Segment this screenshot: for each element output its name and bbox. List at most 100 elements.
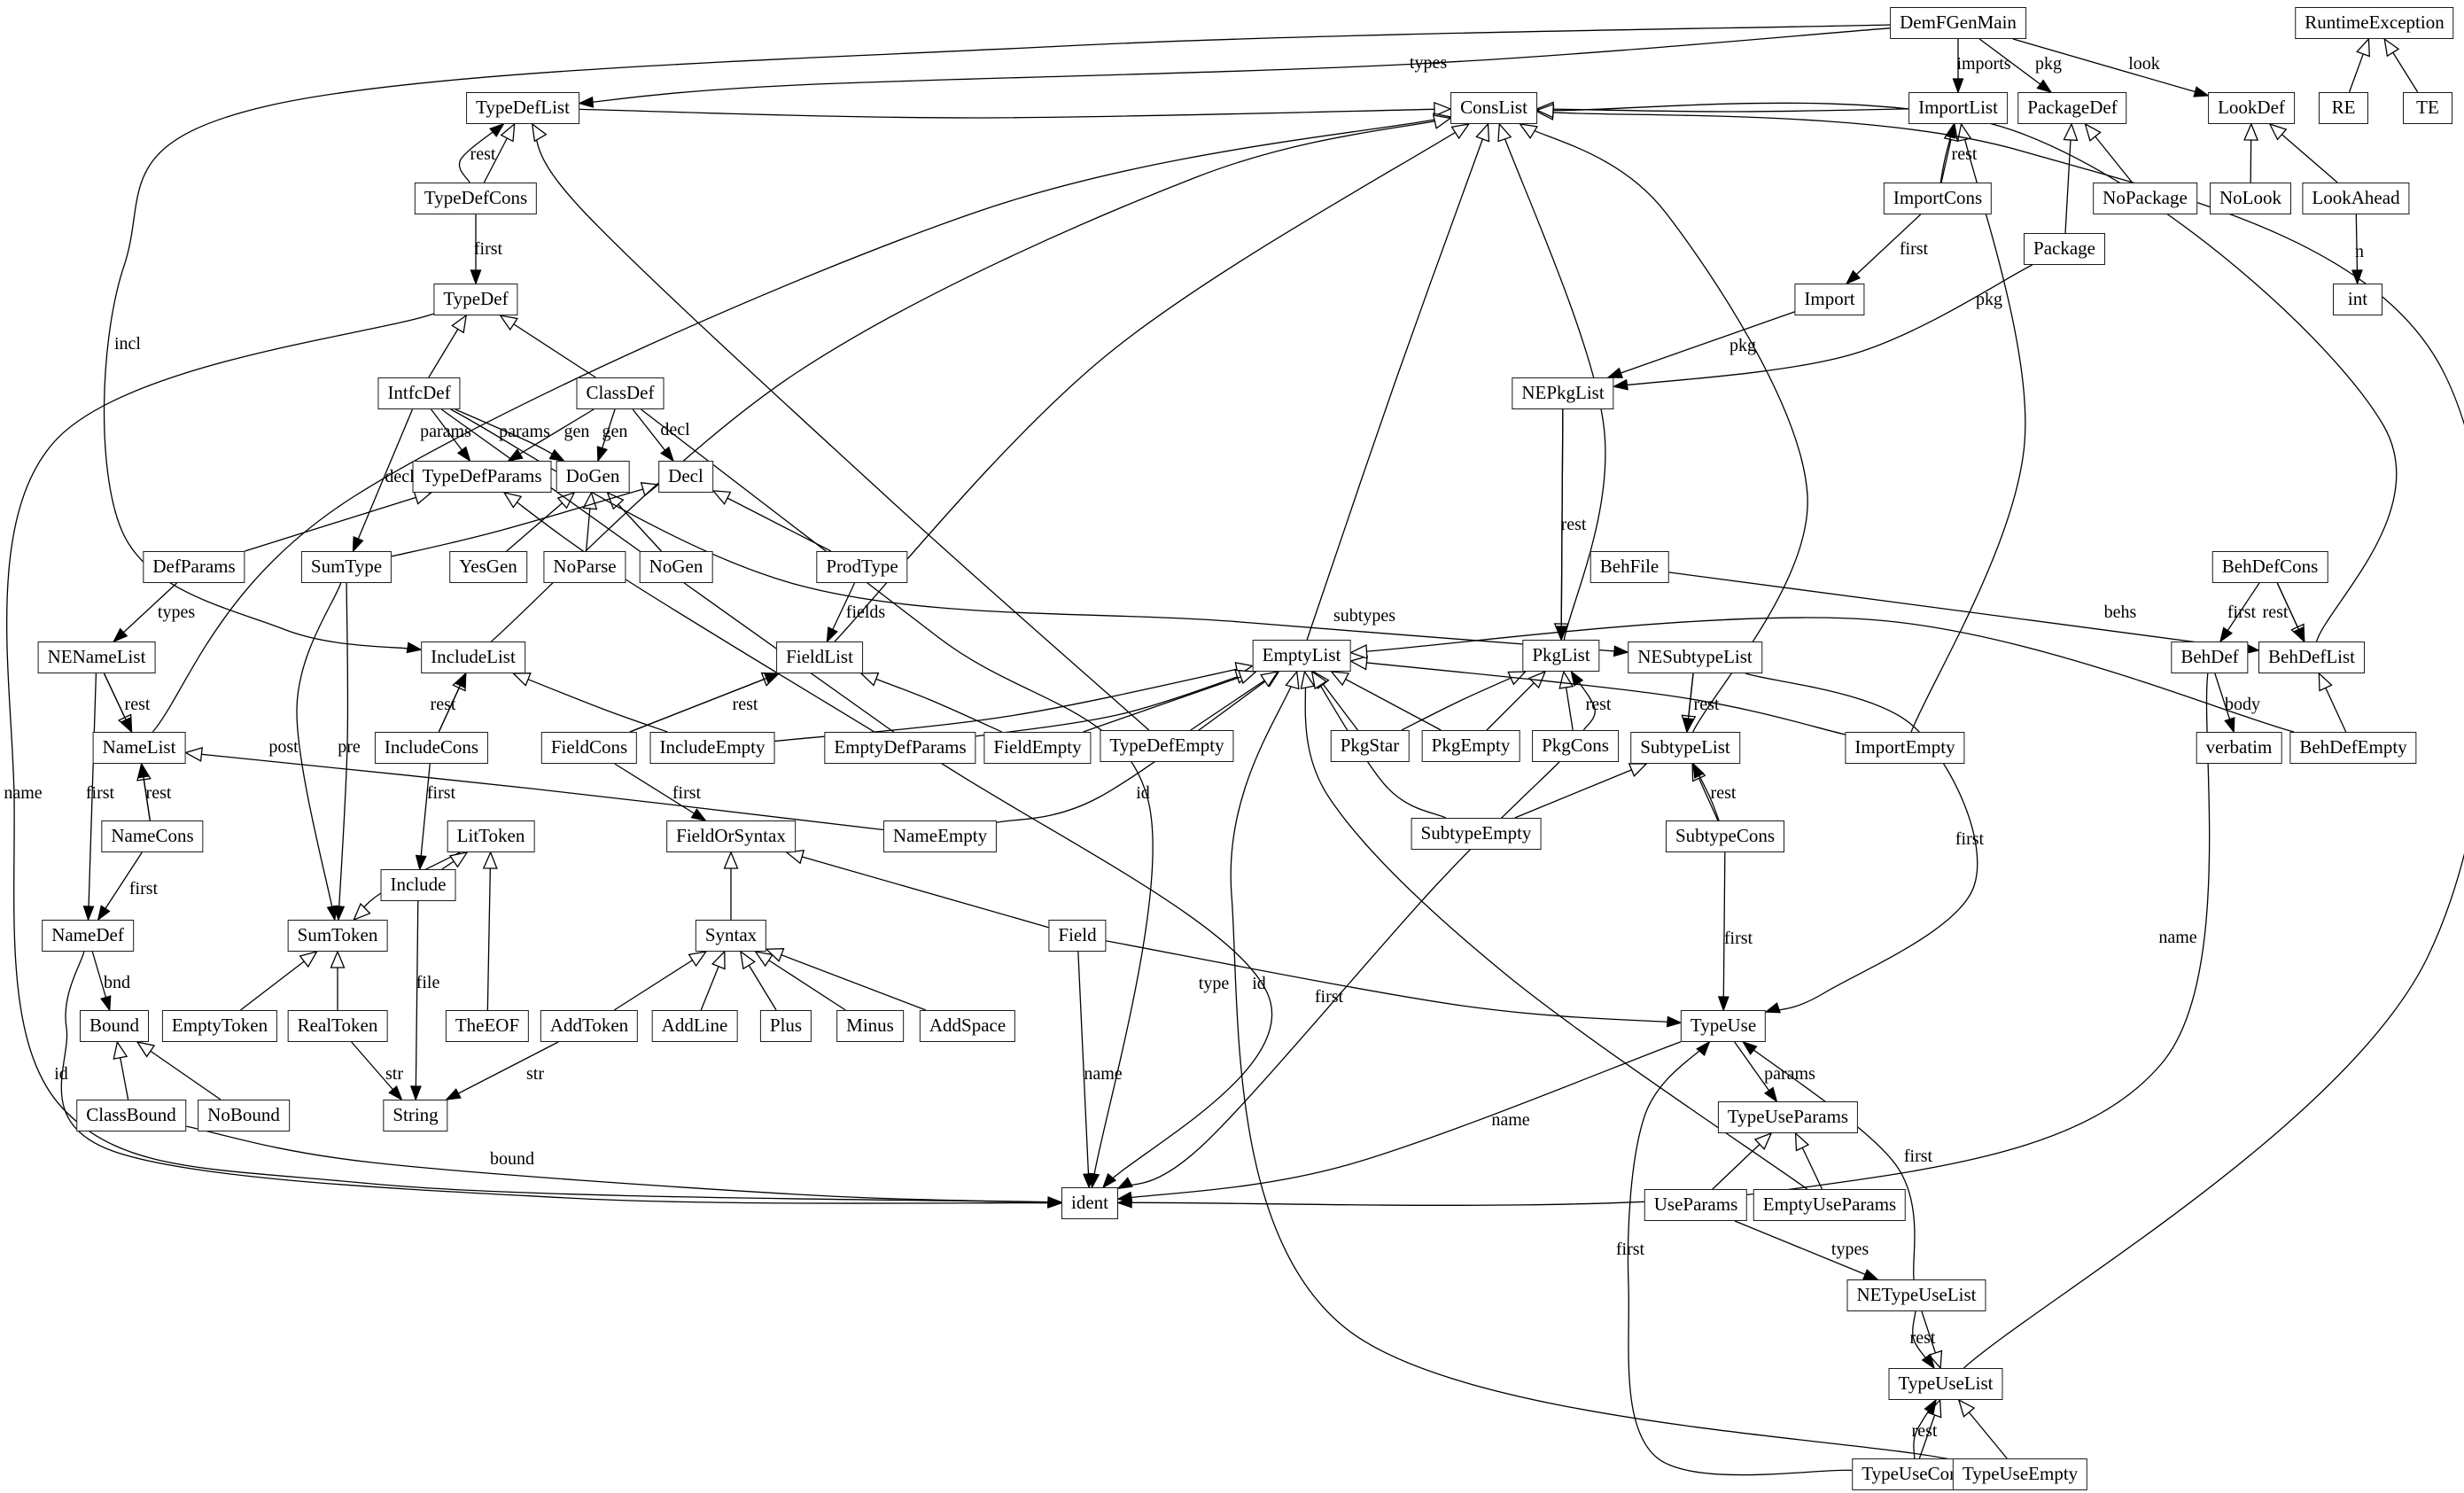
node-DefParams: DefParams (143, 551, 245, 583)
edge-TypeUseCons-TypeUse (1627, 1041, 1853, 1476)
edge-ClassDef-TypeDefParams (508, 408, 595, 462)
edge-SubtypeCons-TypeUse (1722, 851, 1726, 1011)
node-AddToken: AddToken (540, 1010, 639, 1042)
node-BehDefCons: BehDefCons (2211, 551, 2328, 583)
node-TypeUseEmpty: TypeUseEmpty (1952, 1458, 2088, 1490)
node-NoLook: NoLook (2210, 183, 2291, 214)
edge-label-fields-ProdType: fields (845, 603, 886, 622)
edge-FieldCons-FieldList (629, 673, 780, 733)
edge-label-str-RealToken: str (385, 1064, 403, 1084)
node-ClassBound: ClassBound (76, 1100, 186, 1131)
edge-label-type-Field: type (1198, 974, 1230, 993)
node-NoParse: NoParse (543, 551, 626, 583)
node-TheEOF: TheEOF (445, 1010, 530, 1042)
node-PkgList: PkgList (1522, 640, 1600, 672)
edge-DemFGenMain-PackageDef (1978, 38, 2052, 93)
edge-AddToken-Syntax (613, 951, 707, 1011)
node-NameDef: NameDef (42, 920, 134, 952)
node-FieldOrSyntax: FieldOrSyntax (666, 820, 796, 852)
edge-label-gen-IntfcDef: gen (564, 422, 590, 441)
node-TypeDefEmpty: TypeDefEmpty (1100, 730, 1234, 762)
node-Minus: Minus (836, 1010, 904, 1042)
edge-ImportEmpty-ImportList (1910, 123, 2026, 733)
edge-label-first-IncludeCons: first (426, 783, 456, 803)
node-TypeUseParams: TypeUseParams (1717, 1101, 1859, 1133)
edge-label-n-LookAhead: n (2355, 242, 2364, 261)
edge-label-first-TypeUseCons: first (1615, 1240, 1645, 1259)
edge-EmptyDefParams-TypeDefParams (503, 492, 875, 733)
node-verbatim: verbatim (2196, 732, 2282, 764)
edge-IntfcDef-SumType (352, 408, 414, 552)
edge-label-decl-IntfcDef: decl (385, 467, 415, 486)
edge-Minus-Syntax (755, 951, 846, 1011)
edge-IncludeList-ConsList (491, 117, 1451, 642)
edge-ImportEmpty-EmptyList (1350, 660, 1846, 735)
edge-label-rest-PkgCons: rest (1585, 695, 1612, 714)
edge-label-id-NameDef: id (54, 1064, 68, 1084)
node-PkgStar: PkgStar (1330, 730, 1410, 762)
edge-label-first-NETypeUseList: first (1903, 1147, 1933, 1166)
edge-label-params-IntfcDef: params (420, 422, 471, 441)
node-ClassDef: ClassDef (576, 377, 665, 409)
edge-SubtypeEmpty-EmptyList (1311, 671, 1447, 819)
edge-label-body-BehDef: body (2225, 695, 2260, 714)
edge-label-rest-NENameList: rest (124, 695, 151, 714)
edge-Import-NEPkgList (1607, 311, 1795, 378)
node-Plus: Plus (759, 1010, 812, 1042)
node-Bound: Bound (79, 1010, 150, 1042)
edge-TypeDefEmpty-TypeDefList (532, 123, 1150, 731)
node-IncludeEmpty: IncludeEmpty (649, 732, 775, 764)
edge-PkgEmpty-EmptyList (1331, 671, 1442, 731)
edge-NENameList-NameDef (87, 673, 97, 921)
edge-SumType-SumToken (338, 582, 349, 921)
edge-label-rest-NameCons: rest (145, 783, 172, 803)
node-LookAhead: LookAhead (2302, 183, 2410, 214)
edge-label-name-Field: name (1084, 1064, 1123, 1084)
node-Package: Package (2024, 233, 2105, 265)
node-String: String (383, 1100, 448, 1131)
node-NENameList: NENameList (37, 642, 156, 673)
node-Field: Field (1048, 920, 1107, 952)
node-NameEmpty: NameEmpty (882, 820, 998, 852)
node-RealToken: RealToken (287, 1010, 388, 1042)
node-NoPackage: NoPackage (2093, 183, 2197, 214)
edge-TypeUseList-ConsList (1536, 111, 2464, 1369)
node-NoBound: NoBound (198, 1100, 290, 1131)
edge-TypeDefEmpty-EmptyList (1190, 671, 1279, 731)
node-SumToken: SumToken (287, 920, 388, 952)
edge-FieldEmpty-EmptyList (1083, 671, 1256, 733)
node-TypeDef: TypeDef (433, 284, 518, 315)
node-Syntax: Syntax (695, 920, 767, 952)
edge-SubtypeEmpty-SubtypeList (1514, 763, 1647, 819)
node-AddSpace: AddSpace (919, 1010, 1016, 1042)
edge-TypeDefList-ConsList (579, 108, 1451, 119)
edge-label-gen-ClassDef: gen (602, 422, 628, 441)
edge-IncludeCons-Include (419, 763, 431, 870)
edge-label-rest-BehDefCons: rest (2262, 603, 2289, 622)
node-TypeDefCons: TypeDefCons (414, 183, 538, 214)
edge-label-bnd-NameDef: bnd (104, 973, 130, 992)
edge-NETypeUseList-TypeUse (1742, 1041, 1916, 1280)
node-DemFGenMain: DemFGenMain (1890, 7, 2026, 39)
edge-ProdType-Decl (712, 490, 832, 552)
edge-label-first-NENameList: first (85, 783, 115, 803)
edge-FieldCons-FieldOrSyntax (614, 763, 706, 821)
node-RE: RE (2319, 92, 2368, 124)
edge-label-name-BehDef: name (2158, 928, 2197, 947)
node-PkgEmpty: PkgEmpty (1421, 730, 1520, 762)
edge-SumType-SumToken (296, 582, 342, 921)
edge-BehDef-ident (1117, 673, 2211, 1206)
edge-BehDefEmpty-EmptyList (1350, 617, 2295, 733)
edge-NEPkgList-PkgList (1560, 408, 1564, 641)
node-SubtypeCons: SubtypeCons (1665, 820, 1785, 852)
node-NEPkgList: NEPkgList (1512, 377, 1614, 409)
edge-Field-FieldOrSyntax (786, 851, 1049, 929)
edge-label-bound-ClassBound: bound (490, 1149, 534, 1169)
edge-Include-String (415, 900, 419, 1100)
node-ident: ident (1061, 1187, 1118, 1219)
edge-label-first-SubtypeCons: first (1723, 929, 1753, 948)
node-TE: TE (2403, 92, 2452, 124)
node-YesGen: YesGen (449, 551, 527, 583)
edge-label-params-TypeUse: params (1764, 1064, 1815, 1084)
edge-FieldList-ConsList (834, 123, 1470, 642)
